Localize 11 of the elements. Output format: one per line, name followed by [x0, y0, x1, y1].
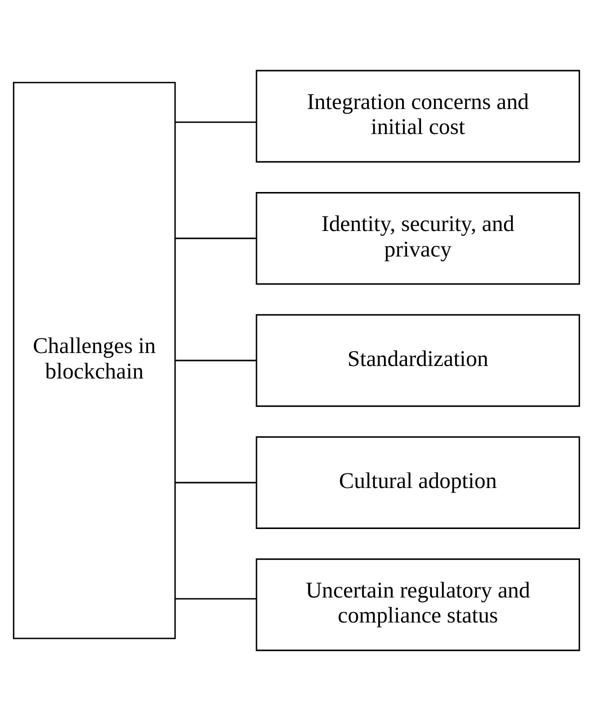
connector [175, 121, 256, 122]
connector [175, 481, 256, 483]
node-box: Cultural adoption [256, 436, 580, 528]
node-box: Integration concerns and initial cost [256, 69, 580, 162]
connector [175, 359, 256, 361]
node-box: Identity, security, and privacy [256, 192, 580, 284]
connector [175, 598, 256, 599]
node-box: Challenges in blockchain [12, 81, 176, 639]
node-box: Standardization [256, 314, 580, 406]
connector [175, 237, 256, 239]
node-box: Uncertain regulatory and compliance status [256, 558, 580, 651]
